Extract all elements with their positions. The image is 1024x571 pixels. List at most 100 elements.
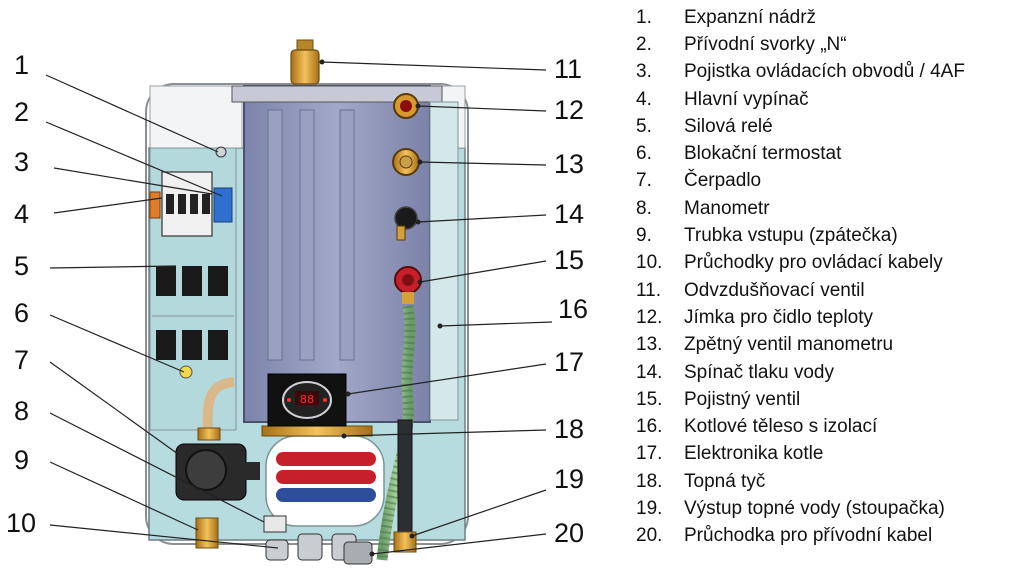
legend-label: Jímka pro čidlo teploty (684, 306, 874, 328)
legend-item: 9. Trubka vstupu (zpátečka) (636, 222, 1020, 249)
leader-17 (347, 363, 547, 395)
legend-number: 5. (636, 115, 652, 137)
callout-13: 13 (554, 149, 585, 179)
vent-valve-cap (296, 39, 314, 51)
leader-12 (417, 105, 547, 112)
legend-number: 11. (636, 279, 662, 301)
legend-item: 6. Blokační termostat (636, 140, 1020, 167)
legend-number: 20. (636, 525, 663, 547)
legend-item: 14. Spínač tlaku vody (636, 359, 1020, 386)
tank-top-cap (231, 85, 443, 103)
legend-label: Silová relé (684, 115, 773, 137)
switch-pole (202, 194, 210, 214)
legend-item: 5. Silová relé (636, 113, 1020, 140)
cable-gland (343, 541, 373, 565)
legend-item: 18. Topná tyč (636, 468, 1020, 495)
leader-dot (341, 433, 347, 439)
outlet-pipe (397, 419, 413, 539)
leader-3 (53, 167, 213, 195)
relay (182, 330, 202, 360)
leader-dot (417, 159, 423, 165)
legend-item: 13.Zpětný ventil manometru (636, 332, 1020, 359)
legend-number: 8. (636, 197, 652, 219)
led (323, 398, 327, 402)
callout-11: 11 (554, 54, 583, 84)
legend-item: 19. Výstup topné vody (stoupačka) (636, 495, 1020, 522)
legend-label: Zpětný ventil manometru (684, 334, 894, 356)
leader-11 (321, 61, 547, 71)
leader-dot (415, 103, 421, 109)
blocking-thermostat (179, 365, 193, 379)
callout-8: 8 (14, 396, 30, 426)
top-panel (149, 85, 243, 149)
legend-label: Přívodní svorky „N“ (684, 33, 847, 55)
relay (208, 266, 228, 296)
relay (156, 330, 176, 360)
legend-number: 6. (636, 143, 652, 165)
heating-rod (276, 452, 376, 466)
legend-number: 18. (636, 470, 663, 492)
legend-number: 4. (636, 88, 652, 110)
callout-4: 4 (14, 199, 30, 229)
legend-label: Spínač tlaku vody (684, 361, 834, 383)
callout-9: 9 (14, 445, 30, 475)
callout-15: 15 (554, 245, 585, 275)
cable-gland (297, 533, 323, 561)
legend-label: Výstup topné vody (stoupačka) (684, 497, 945, 519)
leader-20 (371, 533, 547, 555)
legend-item: 4.Hlavní vypínač (636, 86, 1020, 113)
legend-item: 15.Pojistný ventil (636, 386, 1020, 413)
leader-2 (45, 121, 223, 197)
n-terminal (213, 187, 233, 223)
callout-14: 14 (554, 199, 585, 229)
electronics-display-value: 88 (300, 393, 314, 407)
electronics-screen (295, 391, 319, 405)
leader-15 (419, 260, 547, 283)
callout-3: 3 (14, 147, 30, 177)
check-valve-ring (399, 155, 413, 169)
return-pipe (202, 377, 235, 431)
leader-dot (417, 279, 423, 285)
legend-number: 3. (636, 61, 652, 83)
callout-19: 19 (554, 464, 585, 494)
legend-label: Expanzní nádrž (684, 6, 817, 28)
callout-5: 5 (14, 251, 30, 281)
legend-label: Průchodka pro přívodní kabel (684, 525, 933, 547)
leader-19 (411, 489, 547, 537)
callout-12: 12 (554, 95, 585, 125)
heating-rod-flange (261, 425, 373, 437)
callout-18: 18 (554, 414, 585, 444)
leader-13 (419, 161, 547, 166)
leader-7 (49, 361, 179, 455)
callout-16: 16 (558, 294, 589, 324)
legend-label: Odvzdušňovací ventil (684, 279, 865, 301)
callout-1: 1 (14, 50, 30, 80)
legend-number: 9. (636, 225, 652, 247)
manometer (263, 515, 287, 533)
legend-number: 14. (636, 361, 663, 383)
leader-6 (49, 314, 185, 373)
leader-dot (409, 533, 415, 539)
parts-legend: 1.Expanzní nádrž 2.Přívodní svorky „N“ 3… (636, 4, 1020, 550)
legend-item: 20. Průchodka pro přívodní kabel (636, 523, 1020, 550)
pump-motor (185, 449, 227, 491)
legend-label: Blokační termostat (684, 143, 842, 165)
callout-17: 17 (554, 347, 585, 377)
leader-lines (45, 61, 553, 555)
legend-item: 1.Expanzní nádrž (636, 4, 1020, 31)
legend-number: 19. (636, 497, 663, 519)
callout-6: 6 (14, 298, 30, 328)
relay (156, 266, 176, 296)
leader-8 (49, 412, 265, 523)
legend-number: 10. (636, 252, 663, 274)
callout-2: 2 (14, 97, 30, 127)
safety-valve-inner (402, 274, 414, 286)
legend-label: Topná tyč (684, 470, 766, 492)
led (287, 398, 291, 402)
legend-label: Trubka vstupu (zpátečka) (684, 225, 898, 247)
leader-9 (49, 461, 199, 531)
legend-number: 16. (636, 416, 663, 438)
leader-5 (49, 265, 177, 269)
legend-item: 11. Odvzdušňovací ventil (636, 277, 1020, 304)
